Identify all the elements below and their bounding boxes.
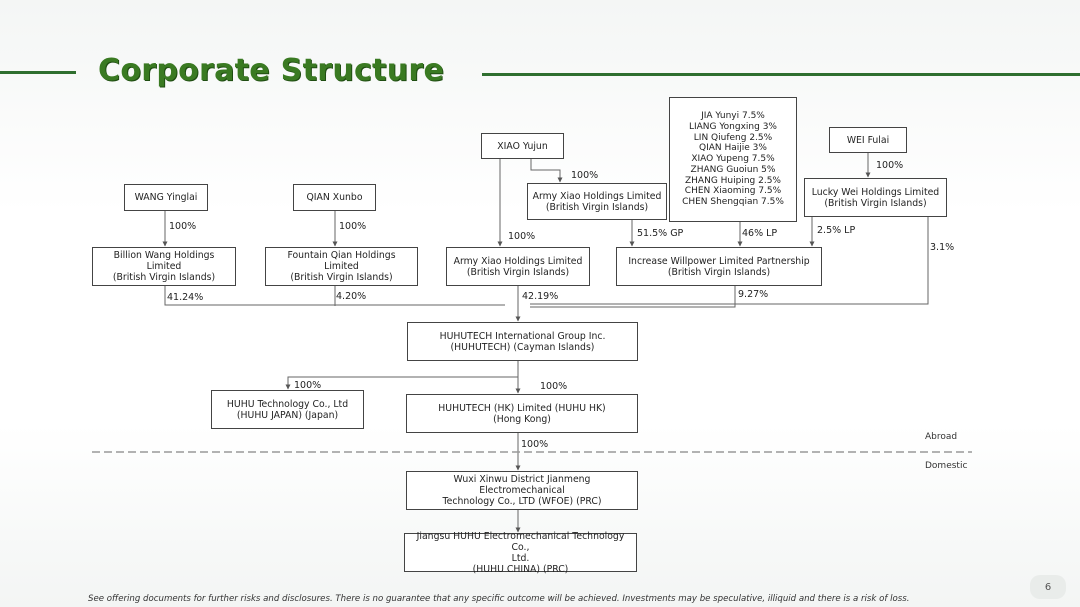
- pct-hk-wfoe: 100%: [521, 439, 549, 450]
- entity-wfoe: Wuxi Xinwu District Jianmeng Electromech…: [406, 471, 638, 510]
- entity-huhu-japan: HUHU Technology Co., Ltd (HUHU JAPAN) (J…: [211, 390, 364, 429]
- entity-wang-yinglai: WANG Yinglai: [124, 184, 208, 211]
- pct-individuals-lp: 46% LP: [742, 228, 778, 239]
- connector-xiao-army-top: [530, 159, 563, 183]
- entity-wei-fulai: WEI Fulai: [829, 127, 907, 153]
- pct-army-stake: 42.19%: [522, 291, 559, 302]
- entity-lp-individuals: JIA Yunyi 7.5% LIANG Yongxing 3% LIN Qiu…: [669, 97, 797, 222]
- pct-intl-hk: 100%: [540, 381, 568, 392]
- pct-army-gp: 51.5% GP: [637, 228, 684, 239]
- entity-billion-wang: Billion Wang Holdings Limited (British V…: [92, 247, 236, 286]
- pct-xiao-army-mid: 100%: [508, 231, 536, 242]
- pct-xiao-army-top: 100%: [571, 170, 599, 181]
- disclaimer-text: See offering documents for further risks…: [88, 594, 910, 604]
- region-abroad-label: Abroad: [925, 432, 958, 442]
- connector-intl-japan: [285, 376, 518, 390]
- region-domestic-label: Domestic: [925, 461, 968, 471]
- connector-willpower-intl: [530, 286, 736, 308]
- pct-fountain-stake: 4.20%: [336, 291, 367, 302]
- entity-army-xiao-mid: Army Xiao Holdings Limited (British Virg…: [446, 247, 590, 286]
- entity-army-xiao-top: Army Xiao Holdings Limited (British Virg…: [527, 183, 667, 220]
- entity-increase-willpower: Increase Willpower Limited Partnership (…: [616, 247, 822, 286]
- pct-qian-fountain: 100%: [339, 221, 367, 232]
- pct-willpower-stake: 9.27%: [738, 289, 769, 300]
- entity-qian-xunbo: QIAN Xunbo: [293, 184, 376, 211]
- pct-lucky-lp: 2.5% LP: [817, 225, 856, 236]
- pct-lucky-intl: 3.1%: [930, 242, 955, 253]
- entity-huhutech-international: HUHUTECH International Group Inc. (HUHUT…: [407, 322, 638, 361]
- entity-huhu-hk: HUHUTECH (HK) Limited (HUHU HK) (Hong Ko…: [406, 394, 638, 433]
- pct-billion-stake: 41.24%: [167, 292, 204, 303]
- header-rule-right: [482, 73, 1080, 76]
- entity-xiao-yujun: XIAO Yujun: [481, 133, 564, 159]
- page-title: Corporate Structure: [98, 53, 445, 88]
- pct-wang-billion: 100%: [169, 221, 197, 232]
- header-rule-left: [0, 71, 76, 74]
- entity-huhu-china: Jiangsu HUHU Electromechanical Technolog…: [404, 531, 637, 575]
- pct-wei-lucky: 100%: [876, 160, 904, 171]
- pct-intl-japan: 100%: [294, 380, 322, 391]
- entity-fountain-qian: Fountain Qian Holdings Limited (British …: [265, 247, 418, 286]
- connector-lucky-intl: [530, 217, 929, 305]
- connector-billion-intl: [164, 286, 505, 306]
- page-number: 6: [1030, 575, 1066, 599]
- entity-lucky-wei: Lucky Wei Holdings Limited (British Virg…: [804, 178, 947, 217]
